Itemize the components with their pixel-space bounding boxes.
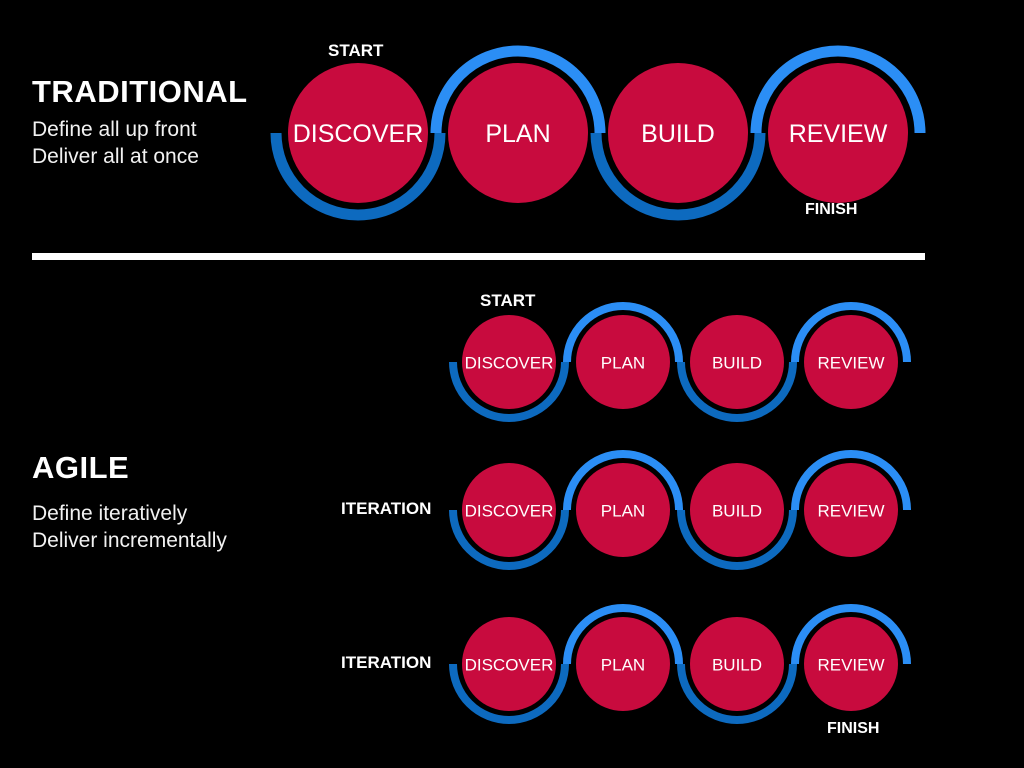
stage-node[interactable]: BUILD — [608, 63, 748, 203]
stage-circle[interactable] — [804, 617, 898, 711]
stage-node[interactable]: DISCOVER — [462, 315, 556, 409]
stage-label: REVIEW — [817, 354, 884, 373]
arc-over-icon — [750, 45, 926, 134]
stage-node[interactable]: BUILD — [690, 463, 784, 557]
arc-under-icon — [449, 509, 569, 570]
agile-iteration-label-2: ITERATION — [341, 499, 432, 518]
stage-circle[interactable] — [576, 617, 670, 711]
stage-circle[interactable] — [462, 315, 556, 409]
agile-heading: AGILE — [32, 450, 130, 485]
traditional-start-label: START — [328, 41, 384, 60]
stage-nodes: DISCOVER PLAN BUILD REVIEW — [288, 63, 908, 203]
arc-under-icon — [677, 663, 797, 724]
stage-circle[interactable] — [690, 617, 784, 711]
stage-node[interactable]: DISCOVER — [288, 63, 428, 203]
stage-nodes: DISCOVER PLAN BUILD REVIEW — [462, 463, 898, 557]
stage-label: DISCOVER — [465, 656, 554, 675]
agile-finish-label: FINISH — [827, 720, 880, 737]
stage-node[interactable]: DISCOVER — [462, 463, 556, 557]
stage-label: PLAN — [485, 120, 550, 148]
stage-node[interactable]: BUILD — [690, 315, 784, 409]
stage-circle[interactable] — [448, 63, 588, 203]
stage-node[interactable]: PLAN — [448, 63, 588, 203]
stage-node[interactable]: REVIEW — [804, 617, 898, 711]
stage-node[interactable]: BUILD — [690, 617, 784, 711]
arc-under-icon — [270, 132, 446, 221]
stage-node[interactable]: REVIEW — [804, 463, 898, 557]
arc-over-icon — [791, 302, 911, 363]
arc-over-icon — [791, 450, 911, 511]
arc-connectors — [449, 450, 911, 570]
stage-circle[interactable] — [608, 63, 748, 203]
traditional-finish-label: FINISH — [805, 201, 858, 218]
arc-under-icon — [590, 132, 766, 221]
stage-node[interactable]: REVIEW — [768, 63, 908, 203]
stage-circle[interactable] — [462, 463, 556, 557]
stage-label: REVIEW — [817, 656, 884, 675]
traditional-section-text: TRADITIONAL Define all up front Deliver … — [32, 76, 248, 171]
arc-over-icon — [563, 450, 683, 511]
stage-label: BUILD — [712, 656, 762, 675]
stage-label: DISCOVER — [293, 120, 424, 148]
stage-label: PLAN — [601, 354, 645, 373]
stage-circle[interactable] — [768, 63, 908, 203]
stage-circle[interactable] — [288, 63, 428, 203]
arc-over-icon — [430, 45, 606, 134]
traditional-line-2: Deliver all at once — [32, 144, 199, 168]
arc-connectors — [449, 302, 911, 422]
stage-label: BUILD — [712, 354, 762, 373]
section-divider — [32, 253, 925, 260]
traditional-heading: TRADITIONAL — [32, 74, 248, 109]
stage-circle[interactable] — [576, 463, 670, 557]
stage-node[interactable]: PLAN — [576, 617, 670, 711]
traditional-line-1: Define all up front — [32, 118, 197, 141]
agile-line-2: Deliver incrementally — [32, 528, 227, 552]
stage-nodes: DISCOVER PLAN BUILD REVIEW — [462, 315, 898, 409]
arc-under-icon — [677, 361, 797, 422]
agile-start-label: START — [480, 291, 536, 310]
stage-nodes: DISCOVER PLAN BUILD REVIEW — [462, 617, 898, 711]
agile-iteration-label-3: ITERATION — [341, 653, 432, 672]
arc-over-icon — [563, 604, 683, 665]
arc-over-icon — [563, 302, 683, 363]
stage-label: BUILD — [712, 502, 762, 521]
stage-circle[interactable] — [462, 617, 556, 711]
arc-under-icon — [677, 509, 797, 570]
stage-label: DISCOVER — [465, 354, 554, 373]
stage-label: BUILD — [641, 120, 715, 148]
traditional-flow-diagram: DISCOVER PLAN BUILD REVIEW — [270, 45, 926, 221]
stage-circle[interactable] — [804, 315, 898, 409]
stage-label: PLAN — [601, 656, 645, 675]
arc-under-icon — [449, 663, 569, 724]
stage-node[interactable]: REVIEW — [804, 315, 898, 409]
stage-label: DISCOVER — [465, 502, 554, 521]
arc-connectors — [270, 45, 926, 221]
stage-node[interactable]: PLAN — [576, 315, 670, 409]
stage-node[interactable]: PLAN — [576, 463, 670, 557]
stage-label: REVIEW — [817, 502, 884, 521]
stage-label: REVIEW — [789, 120, 888, 148]
stage-circle[interactable] — [576, 315, 670, 409]
stage-node[interactable]: DISCOVER — [462, 617, 556, 711]
stage-circle[interactable] — [690, 315, 784, 409]
arc-connectors — [449, 604, 911, 724]
stage-circle[interactable] — [804, 463, 898, 557]
agile-section-text: AGILE Define iteratively Deliver increme… — [32, 452, 227, 555]
stage-circle[interactable] — [690, 463, 784, 557]
agile-line-1: Define iteratively — [32, 502, 188, 525]
arc-under-icon — [449, 361, 569, 422]
stage-label: PLAN — [601, 502, 645, 521]
arc-over-icon — [791, 604, 911, 665]
